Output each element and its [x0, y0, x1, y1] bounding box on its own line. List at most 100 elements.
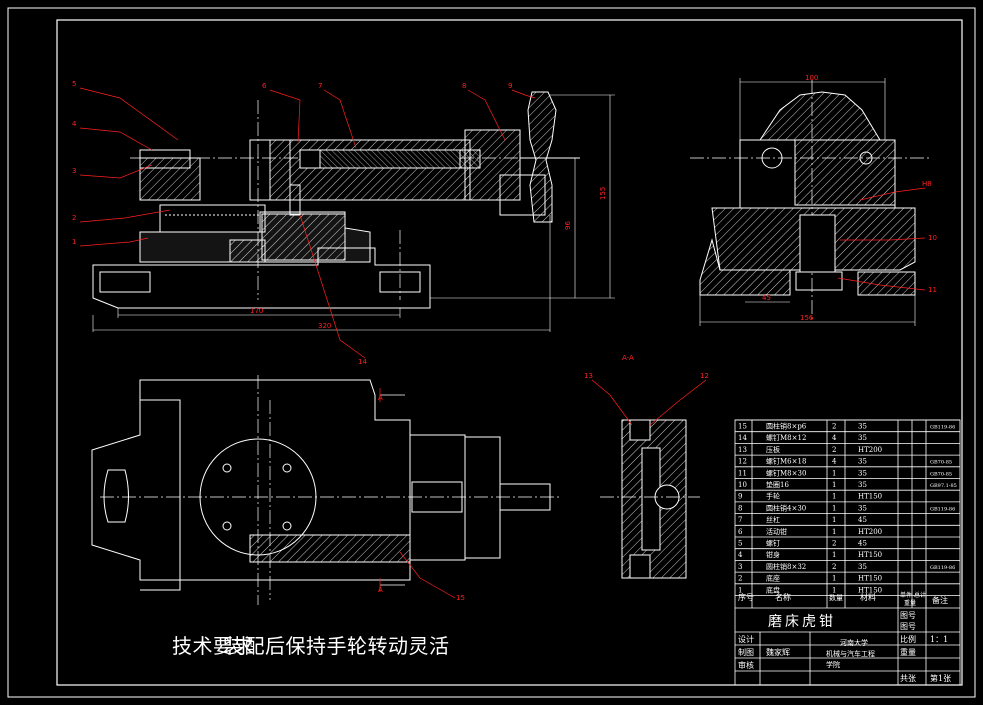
callout-6: 6 — [262, 82, 267, 90]
parts-cell-mat: 35 — [858, 563, 867, 571]
parts-cell-qty: 1 — [832, 516, 836, 524]
drawn-label: 制图 — [738, 647, 754, 657]
parts-cell-mat: 35 — [858, 469, 867, 477]
callout-2: 2 — [72, 214, 76, 222]
header-qty: 数量 — [829, 593, 843, 602]
parts-cell-name: 丝杠 — [766, 515, 780, 524]
parts-cell-qty: 1 — [832, 575, 836, 583]
parts-cell-no: 7 — [738, 516, 742, 524]
parts-cell-qty: 2 — [832, 563, 836, 571]
dim-170: 170 — [250, 307, 263, 315]
parts-cell-qty: 2 — [832, 423, 836, 431]
parts-cell-name: 螺钉M8×12 — [766, 433, 806, 442]
header-single: 单件 — [900, 591, 912, 599]
parts-cell-mat: 35 — [858, 481, 867, 489]
section-leaders — [591, 379, 707, 426]
parts-cell-std: GB97.1-85 — [930, 483, 957, 489]
callout-15: 15 — [456, 594, 465, 602]
school-line1: 河南大学 — [840, 638, 868, 647]
dim-155: 155 — [599, 187, 607, 200]
dim-156: 156 — [800, 314, 814, 322]
callout-10: 10 — [928, 234, 937, 242]
callout-14: 14 — [358, 358, 367, 366]
parts-cell-mat: 35 — [858, 504, 867, 512]
parts-cell-std: GB119-86 — [930, 506, 955, 512]
parts-cell-qty: 4 — [832, 434, 837, 442]
technical-note-heading: 技术要求 — [172, 634, 254, 658]
parts-cell-qty: 1 — [832, 481, 836, 489]
parts-list — [734, 419, 961, 686]
parts-cell-no: 14 — [738, 434, 747, 442]
parts-cell-name: 圆柱销8×p6 — [766, 422, 807, 431]
drawn-by: 魏家辉 — [766, 647, 790, 657]
parts-cell-mat: HT200 — [858, 528, 882, 536]
parts-cell-mat: HT200 — [858, 446, 882, 454]
dim-96: 96 — [564, 221, 572, 230]
parts-cell-name: 手轮 — [766, 492, 780, 501]
dim-320: 320 — [318, 322, 331, 330]
parts-cell-no: 10 — [738, 481, 747, 489]
callout-8: 8 — [462, 82, 466, 90]
parts-cell-qty: 2 — [832, 446, 836, 454]
side-view — [690, 78, 930, 326]
parts-cell-qty: 1 — [832, 493, 836, 501]
callout-4: 4 — [72, 120, 77, 128]
parts-cell-mat: 35 — [858, 423, 867, 431]
parts-cell-std: GB70-85 — [930, 471, 952, 477]
dim-45: 45 — [762, 294, 771, 302]
section-label-a-a: A-A — [622, 354, 634, 362]
title-block-text: 序号 名称 数量 材料 单件 总计 重量 备注 磨床虎钳 图号 图号 比例 1：… — [738, 591, 951, 683]
front-view-dimensions: 170 320 96 155 — [250, 187, 607, 330]
school-line3: 学院 — [826, 660, 840, 669]
callout-5: 5 — [72, 80, 76, 88]
parts-list-row-lines — [735, 419, 960, 596]
front-view-callout-labels: 5 4 3 2 1 6 7 8 9 14 — [72, 80, 512, 366]
callout-7: 7 — [318, 82, 322, 90]
parts-cell-name: 螺钉M8×30 — [766, 468, 806, 477]
parts-cell-std: GB119-86 — [930, 565, 955, 571]
parts-cell-qty: 1 — [832, 586, 836, 594]
parts-cell-mat: 35 — [858, 458, 867, 466]
parts-cell-no: 1 — [738, 586, 742, 594]
parts-cell-no: 2 — [738, 575, 742, 583]
parts-cell-no: 9 — [738, 493, 742, 501]
parts-cell-qty: 1 — [832, 504, 836, 512]
technical-note-body: 装配后保持手轮转动灵活 — [224, 634, 450, 658]
parts-cell-name: 底座 — [766, 574, 780, 583]
parts-cell-no: 13 — [738, 446, 747, 454]
header-weight: 重量 — [904, 599, 916, 607]
scale-value: 1：1 — [930, 635, 948, 644]
parts-cell-mat: 45 — [858, 516, 867, 524]
top-view-labels: 15 A A — [378, 394, 465, 602]
drawing-no-label: 图号 — [900, 611, 916, 620]
parts-cell-no: 3 — [738, 563, 742, 571]
view-mark-a-bottom: A — [378, 586, 383, 594]
parts-cell-mat: 45 — [858, 540, 867, 548]
weight-label: 重量 — [900, 647, 916, 657]
header-mat: 材料 — [860, 592, 876, 602]
header-total: 总计 — [914, 591, 926, 599]
header-remark: 备注 — [932, 595, 948, 605]
scale-label: 比例 — [900, 634, 916, 644]
parts-cell-no: 12 — [738, 458, 747, 466]
review-label: 审核 — [738, 660, 754, 670]
parts-cell-name: 圆柱销8×32 — [766, 562, 806, 571]
callout-1: 1 — [72, 238, 76, 246]
side-view-leaders — [837, 187, 926, 291]
header-name: 名称 — [775, 592, 791, 602]
callout-9: 9 — [508, 82, 512, 90]
parts-cell-std: GB119-86 — [930, 425, 955, 431]
parts-cell-no: 4 — [738, 551, 743, 559]
school-line2: 机械与汽车工程 — [826, 649, 875, 658]
title-text: 磨床虎钳 — [768, 614, 836, 630]
parts-cell-name: 垫圈16 — [766, 480, 789, 489]
parts-cell-no: 5 — [738, 540, 742, 548]
parts-cell-name: 螺钉 — [766, 539, 780, 548]
parts-cell-name: 钳身 — [766, 550, 780, 559]
view-mark-a-top: A — [378, 394, 383, 402]
parts-cell-qty: 1 — [832, 551, 836, 559]
parts-cell-name: 活动钳 — [766, 527, 787, 536]
callout-3: 3 — [72, 167, 76, 175]
